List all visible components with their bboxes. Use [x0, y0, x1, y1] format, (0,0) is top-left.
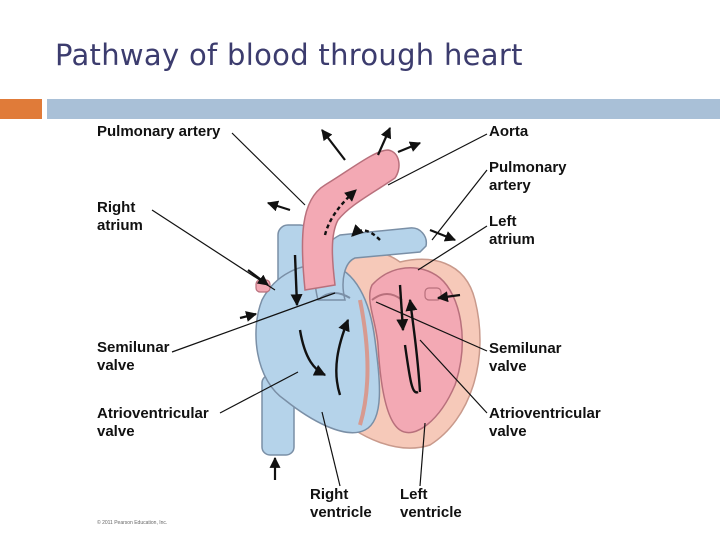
- semilunar-valve-left: [371, 293, 403, 301]
- label-left-ventricle-line2: ventricle: [400, 504, 462, 521]
- label-left-atrium-line1: Left: [489, 213, 517, 230]
- label-av-right-line2: valve: [489, 423, 527, 440]
- label-semilunar-right-line2: valve: [489, 358, 527, 375]
- flow-arrow-pv-dotted: [351, 224, 381, 241]
- label-av-right-line1: Atrioventricular: [489, 405, 601, 422]
- copyright-notice: © 2011 Pearson Education, Inc.: [97, 519, 167, 526]
- label-right-ventricle-line2: ventricle: [310, 504, 372, 521]
- flow-arrows: [290, 189, 422, 396]
- title-divider-bar: [47, 99, 720, 119]
- flow-arrow-lv-loop: [403, 344, 419, 394]
- heart-illustration: [255, 149, 481, 456]
- septum: [358, 299, 370, 426]
- diagram-labels: Pulmonary artery Right atrium Semilunar …: [97, 123, 601, 526]
- label-av-left-line2: valve: [97, 423, 135, 440]
- label-pulmonary-artery-left: Pulmonary artery: [97, 123, 221, 140]
- flow-arrow-rv-loop: [298, 329, 327, 377]
- aorta: [301, 149, 400, 291]
- label-av-left-line1: Atrioventricular: [97, 405, 209, 422]
- label-left-atrium-line2: atrium: [489, 231, 535, 248]
- label-right-atrium-line2: atrium: [97, 217, 143, 234]
- label-pulmonary-artery-right-line2: artery: [489, 177, 531, 194]
- label-semilunar-right-line1: Semilunar: [489, 340, 562, 357]
- flow-arrow-rv-up: [335, 318, 350, 396]
- flow-arrow-lv-up: [405, 298, 422, 393]
- label-semilunar-left-line2: valve: [97, 357, 135, 374]
- label-aorta: Aorta: [489, 123, 529, 140]
- external-arrows: [239, 126, 461, 480]
- label-semilunar-left-line1: Semilunar: [97, 339, 170, 356]
- label-pulmonary-artery-right-line1: Pulmonary: [489, 159, 567, 176]
- label-right-ventricle-line1: Right: [310, 486, 348, 503]
- leader-lines: [151, 132, 488, 487]
- title-accent-bar: [0, 99, 42, 119]
- label-right-atrium-line1: Right: [97, 199, 135, 216]
- flow-arrow-la-down: [396, 284, 409, 332]
- slide-title: Pathway of blood through heart: [55, 38, 523, 72]
- flow-arrow-pulmonary-up: [323, 189, 357, 236]
- label-left-ventricle-line1: Left: [400, 486, 428, 503]
- flow-arrow-ra-down: [290, 254, 303, 307]
